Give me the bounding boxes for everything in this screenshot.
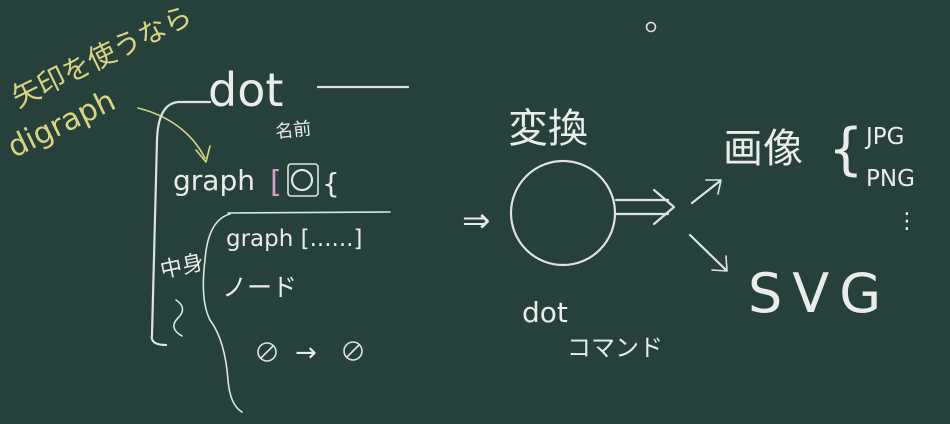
output-arrow-head — [652, 188, 676, 226]
image-brace: { — [828, 117, 864, 182]
transform-circle — [509, 159, 617, 267]
name-placeholder-circle — [290, 168, 314, 192]
edge-source-node — [257, 342, 277, 362]
name-open-bracket: [ — [270, 165, 282, 200]
note-curved-arrow — [137, 107, 206, 159]
edge-target-hatch — [346, 344, 360, 358]
format-jpg: JPG — [864, 124, 904, 150]
contents-bracket — [202, 213, 243, 413]
contents-squiggle — [173, 299, 184, 337]
graph-attr-line: graph [......] — [226, 226, 362, 252]
edge-arrow: → — [295, 338, 317, 368]
contents-top-line — [227, 211, 391, 214]
name-label: 名前 — [274, 118, 312, 143]
note-arrow-head — [195, 145, 211, 163]
edge-source-hatch — [260, 345, 274, 359]
open-brace: { — [322, 167, 340, 200]
small-circle-mark — [645, 21, 657, 33]
branch-arrow-up — [690, 179, 722, 205]
contents-label: 中身 — [158, 250, 206, 284]
format-more: ⋮ — [896, 209, 918, 234]
node-label: ノード — [222, 273, 297, 302]
image-label: 画像 — [723, 126, 803, 172]
graph-keyword: graph — [173, 164, 255, 197]
command-label: コマンド — [567, 334, 663, 362]
edge-target-node — [343, 341, 363, 361]
branch-arrow-down-head — [711, 255, 728, 272]
command-name: dot — [522, 296, 568, 329]
format-png: PNG — [866, 166, 915, 192]
input-double-arrow: ⇒ — [462, 201, 491, 241]
outer-bracket — [150, 100, 212, 347]
branch-arrow-down — [688, 233, 728, 272]
name-placeholder-box — [287, 163, 319, 197]
transform-label: 変換 — [508, 106, 588, 152]
svg-output-label: SVG — [748, 262, 891, 325]
branch-arrow-up-head — [705, 179, 722, 195]
dot-title: dot — [208, 63, 283, 117]
